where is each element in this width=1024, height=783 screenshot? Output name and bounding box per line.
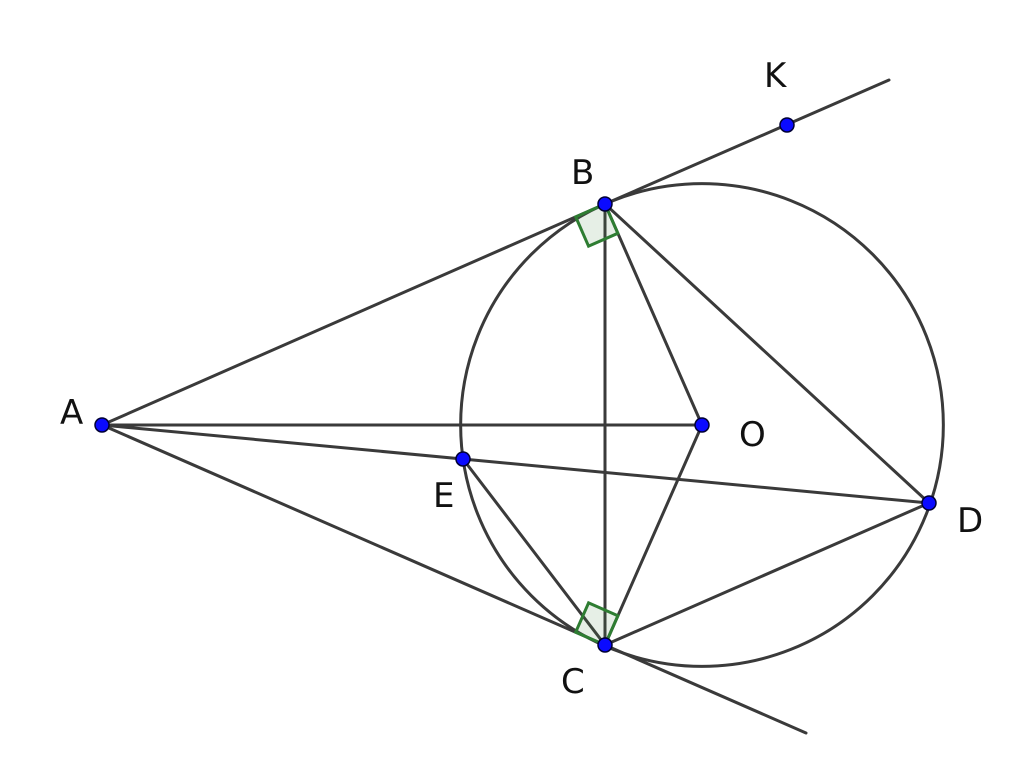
segment-BK [603,78,891,206]
label-O: O [739,415,766,455]
label-B: B [571,153,594,193]
label-K: K [764,56,788,96]
segment-CD [603,501,931,647]
segment-AD [100,423,931,505]
segment-BD [603,202,931,505]
point-E [455,451,471,467]
label-D: D [957,501,983,541]
point-K [779,117,795,133]
point-B [597,196,613,212]
point-C [597,637,613,653]
label-A: A [60,393,83,433]
segment-CE [461,457,607,647]
point-O [694,417,710,433]
segment-BO [603,202,704,427]
label-E: E [433,476,454,516]
segment-AB [100,202,607,427]
right-angle-B [573,202,620,249]
segment-AC [100,423,808,735]
point-D [921,495,937,511]
label-C: C [561,662,585,702]
right-angle-C [573,600,620,647]
segment-CO [603,423,704,647]
point-A [94,417,110,433]
